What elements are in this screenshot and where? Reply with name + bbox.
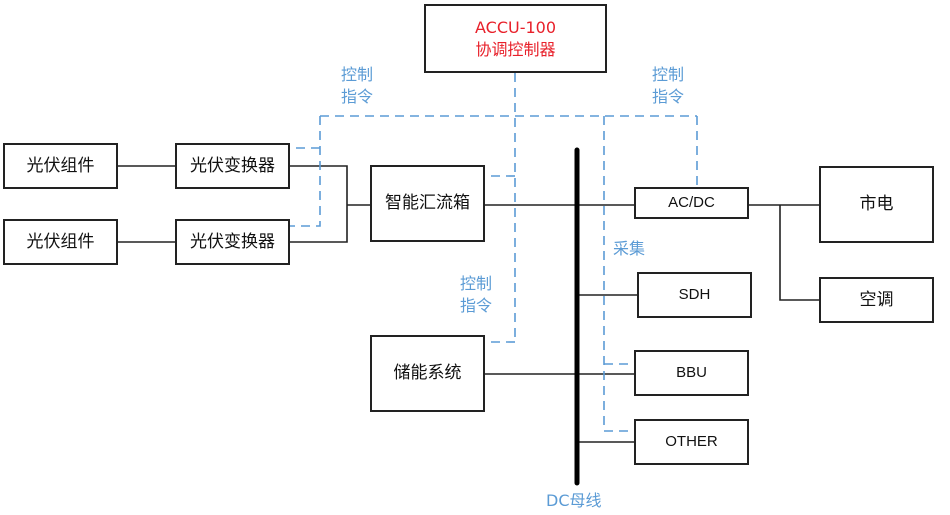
combiner-box: 智能汇流箱 xyxy=(370,165,485,242)
pv-module-1-label: 光伏组件 xyxy=(26,155,95,176)
pv-converter-1-box: 光伏变换器 xyxy=(175,143,290,189)
line-acdc-aircon xyxy=(779,205,819,301)
air-conditioner-label: 空调 xyxy=(859,289,894,310)
collect-label: 采集 xyxy=(613,239,646,258)
power-lines xyxy=(118,165,819,443)
bbu-label: BBU xyxy=(676,363,707,381)
combiner-box-label: 智能汇流箱 xyxy=(385,193,470,214)
energy-storage-label: 储能系统 xyxy=(393,363,462,384)
control-cmd-left-label: 控制 指令 xyxy=(341,65,374,107)
sdh-label: SDH xyxy=(678,285,711,303)
control-cmd-storage-label: 控制 指令 xyxy=(460,274,493,316)
other-box: OTHER xyxy=(634,419,749,465)
pv-module-2-label: 光伏组件 xyxy=(26,231,95,252)
pv-module-2-box: 光伏组件 xyxy=(3,219,118,265)
bbu-box: BBU xyxy=(634,350,749,396)
dc-bus-label: DC母线 xyxy=(546,491,602,510)
pv-converter-2-label: 光伏变换器 xyxy=(190,231,275,252)
line-converters-join xyxy=(290,165,348,243)
pv-module-1-box: 光伏组件 xyxy=(3,143,118,189)
controller-title: 协调控制器 xyxy=(475,39,556,59)
ac-dc-label: AC/DC xyxy=(668,193,715,211)
dash-collect-trunk xyxy=(603,116,634,432)
grid-box: 市电 xyxy=(819,166,934,243)
control-cmd-right-label: 控制 指令 xyxy=(652,65,685,107)
grid-label: 市电 xyxy=(859,194,894,215)
pv-converter-2-box: 光伏变换器 xyxy=(175,219,290,265)
control-lines xyxy=(290,73,698,432)
ac-dc-box: AC/DC xyxy=(634,187,749,219)
controller-box: ACCU-100 协调控制器 xyxy=(424,4,607,73)
pv-converter-1-label: 光伏变换器 xyxy=(190,155,275,176)
other-label: OTHER xyxy=(665,432,718,450)
controller-model: ACCU-100 xyxy=(474,17,557,37)
air-conditioner-box: 空调 xyxy=(819,277,934,323)
energy-storage-box: 储能系统 xyxy=(370,335,485,412)
sdh-box: SDH xyxy=(637,272,752,318)
dash-left-converters xyxy=(290,116,321,227)
